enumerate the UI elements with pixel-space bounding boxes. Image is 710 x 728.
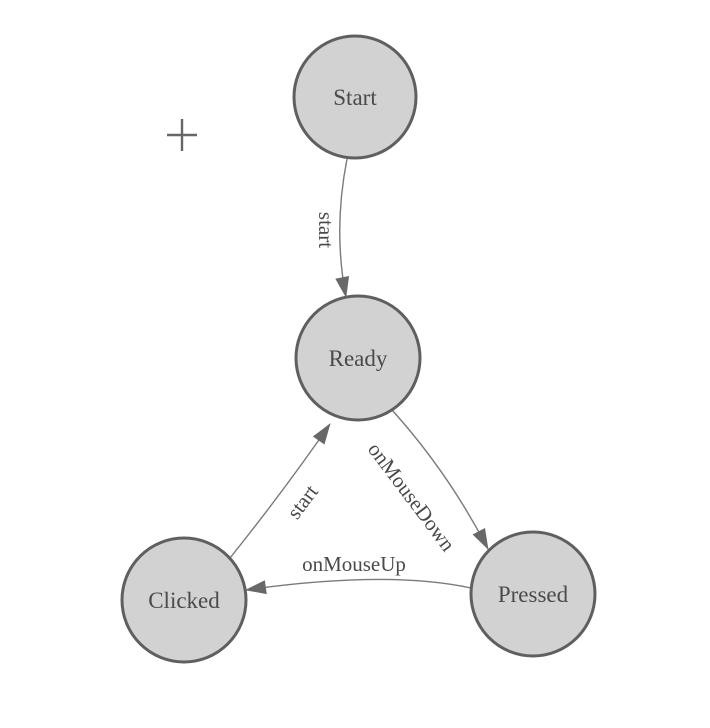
transition-label-ready-to-pressed[interactable]: onMouseDown <box>363 438 460 556</box>
state-node-start[interactable] <box>292 34 418 160</box>
state-node-clicked[interactable] <box>120 536 248 664</box>
transition-edge-ready-to-pressed[interactable] <box>391 409 489 550</box>
transition-label-start-to-ready[interactable]: start <box>314 212 338 248</box>
transition-edge-clicked-to-ready[interactable] <box>229 423 331 559</box>
state-node-ready[interactable] <box>294 294 422 422</box>
transition-edge-pressed-to-clicked[interactable] <box>245 578 472 595</box>
state-node-pressed[interactable] <box>469 530 597 658</box>
transition-edge-start-to-ready[interactable] <box>335 158 350 298</box>
transition-label-pressed-to-clicked[interactable]: onMouseUp <box>302 552 406 576</box>
crosshair-icon <box>167 119 197 151</box>
transition-label-clicked-to-ready[interactable]: start <box>282 480 323 523</box>
